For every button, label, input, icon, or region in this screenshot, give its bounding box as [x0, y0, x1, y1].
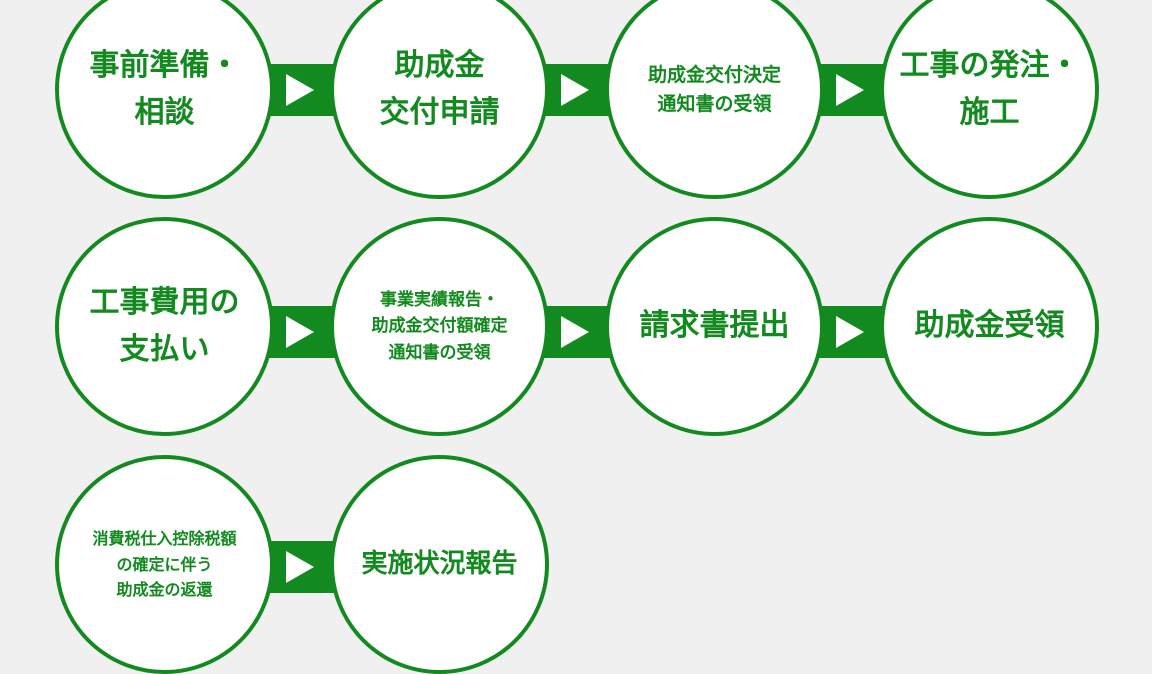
play-triangle-icon	[836, 74, 864, 106]
play-triangle-icon	[561, 316, 589, 348]
step-label-1: 事前準備・ 相談	[89, 48, 240, 130]
step-circle-4: 工事の発注・ 施工	[880, 0, 1099, 199]
step-label-4: 工事の発注・ 施工	[899, 48, 1080, 130]
step-label-8: 助成金受領	[914, 308, 1065, 344]
flow-arrow-3	[818, 64, 888, 116]
step-label-7: 請求書提出	[639, 308, 790, 344]
flow-arrow-6	[818, 306, 888, 358]
step-circle-3: 助成金交付決定 通知書の受領	[605, 0, 824, 199]
step-circle-9: 消費税仕入控除税額 の確定に伴う 助成金の返還	[55, 455, 274, 674]
flow-arrow-2	[543, 64, 613, 116]
flow-arrow-5	[543, 306, 613, 358]
play-triangle-icon	[286, 551, 314, 583]
flow-diagram: 事前準備・ 相談 助成金 交付申請 助成金交付決定 通知書の受領 工事の発注・ …	[55, 0, 1099, 674]
step-circle-1: 事前準備・ 相談	[55, 0, 274, 199]
play-triangle-icon	[836, 316, 864, 348]
step-label-10: 実施状況報告	[361, 549, 518, 580]
step-label-3: 助成金交付決定 通知書の受領	[647, 64, 781, 115]
flow-arrow-7	[268, 541, 338, 593]
flow-arrow-1	[268, 64, 338, 116]
step-label-6: 事業実績報告・ 助成金交付額確定 通知書の受領	[371, 289, 508, 363]
play-triangle-icon	[286, 316, 314, 348]
step-label-5: 工事費用の 支払い	[89, 285, 240, 367]
step-label-9: 消費税仕入控除税額 の確定に伴う 助成金の返還	[92, 529, 237, 600]
step-circle-2: 助成金 交付申請	[330, 0, 549, 199]
flow-arrow-4	[268, 306, 338, 358]
play-triangle-icon	[286, 74, 314, 106]
step-circle-6: 事業実績報告・ 助成金交付額確定 通知書の受領	[330, 217, 549, 436]
play-triangle-icon	[561, 74, 589, 106]
step-circle-5: 工事費用の 支払い	[55, 217, 274, 436]
step-circle-10: 実施状況報告	[330, 455, 549, 674]
step-label-2: 助成金 交付申請	[379, 48, 500, 130]
step-circle-8: 助成金受領	[880, 217, 1099, 436]
step-circle-7: 請求書提出	[605, 217, 824, 436]
